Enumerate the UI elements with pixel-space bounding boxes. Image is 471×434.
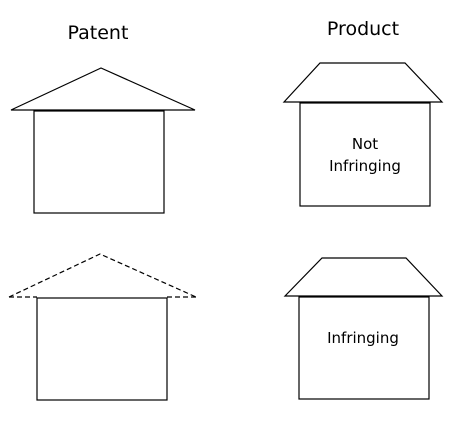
product-house-top: Not Infringing [282,62,444,207]
patent-house-bottom-body [36,297,168,401]
patent-house-top-body [33,110,165,214]
product-house-bottom-roof [283,257,444,297]
product-house-bottom: Infringing [283,257,444,400]
product-house-top-roof [282,62,444,103]
not-infringing-label-line1: Not [352,135,378,153]
product-house-bottom-body [298,296,430,400]
product-house-top-body [299,102,431,207]
patent-heading: Patent [68,22,129,44]
product-heading: Product [327,18,399,40]
patent-house-bottom-dashed-roof [8,253,197,298]
not-infringing-label-line2: Infringing [329,157,401,175]
infringing-label: Infringing [327,329,399,347]
patent-house-top [10,67,196,214]
patent-house-top-roof [10,67,196,111]
patent-house-bottom [8,253,197,401]
